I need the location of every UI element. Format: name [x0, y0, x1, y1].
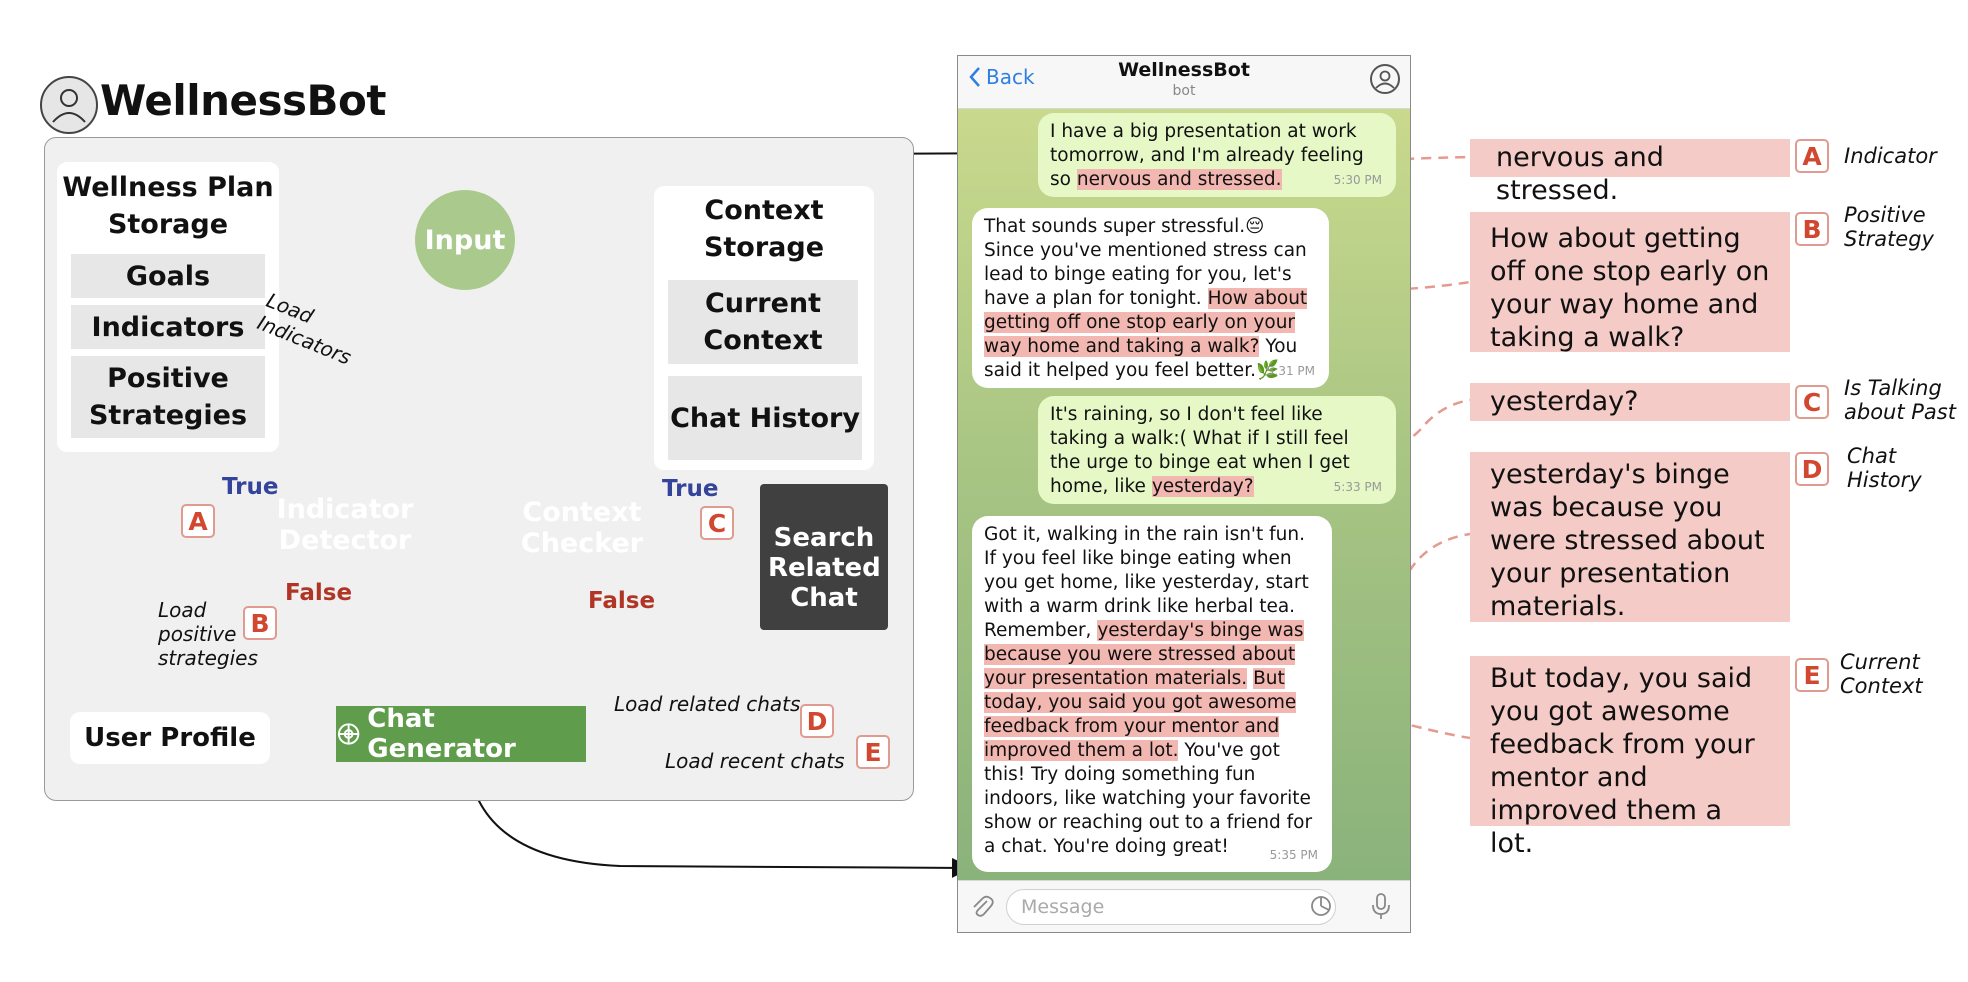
context-item-current-context: Current Context: [668, 280, 858, 364]
message-text: That sounds super stressful.😔 Since you'…: [984, 216, 1308, 381]
context-storage-title: Context Storage: [703, 195, 825, 263]
bot-avatar-icon[interactable]: [1370, 64, 1400, 94]
marker-b: B: [243, 606, 277, 640]
callout-marker-d: D: [1795, 452, 1829, 486]
message-text: I have a big presentation at work tomorr…: [1050, 121, 1364, 190]
callout-category-c: Is Talking about Past: [1844, 376, 1956, 424]
dash-link-b: [1339, 280, 1471, 294]
message-fragment: You said it helped you feel better.🌿: [984, 336, 1298, 381]
highlighted-phrase: yesterday?: [1151, 476, 1254, 497]
message-fragment: You've got this! Try doing something fun…: [984, 740, 1313, 857]
message-text: Got it, walking in the rain isn't fun. I…: [984, 524, 1312, 857]
search-related-chat-node: Search Related Chat: [760, 484, 888, 630]
chat-generator-node: Chat Generator: [336, 704, 586, 764]
message-fragment: I have a big presentation at work tomorr…: [1050, 121, 1364, 190]
context-checker-label: Context Checker: [520, 497, 644, 559]
context-item-chat-history: Chat History: [668, 376, 862, 460]
plan-item-indicators: Indicators: [71, 305, 265, 349]
attach-icon[interactable]: [970, 894, 994, 924]
wellness-plan-storage: Wellness Plan Storage Goals Indicators P…: [57, 162, 279, 452]
indicator-detector-label: Indicator Detector: [276, 494, 414, 556]
callout-b: How about getting off one stop early on …: [1470, 212, 1790, 353]
message-fragment: That sounds super stressful.😔 Since you'…: [984, 216, 1307, 309]
callout-d: yesterday's binge was because you were s…: [1470, 452, 1790, 622]
plan-item-positive-strategies: Positive Strategies: [71, 356, 265, 438]
callout-category-e: Current Context: [1840, 650, 1923, 698]
callout-c: yesterday?: [1470, 383, 1790, 421]
callout-marker-a: A: [1795, 139, 1829, 173]
message-text: It's raining, so I don't feel like takin…: [1050, 404, 1350, 497]
chevron-left-icon: [969, 67, 980, 87]
callout-category-b: Positive Strategy: [1844, 203, 1934, 251]
label-true-detector: True: [222, 474, 279, 500]
message-time: 5:33 PM: [1333, 480, 1382, 494]
chat-subtitle: bot: [1172, 83, 1196, 99]
label-load-positive-strategies: Load positive strategies: [158, 598, 258, 670]
label-false-checker: False: [588, 588, 656, 614]
back-button-label: Back: [986, 65, 1035, 89]
sticker-icon[interactable]: [1310, 895, 1332, 921]
message-bubble-bot-2: Got it, walking in the rain isn't fun. I…: [972, 516, 1332, 872]
chat-title: WellnessBot: [1118, 59, 1250, 81]
callout-category-a: Indicator: [1844, 144, 1937, 168]
callout-marker-b: B: [1795, 212, 1829, 246]
callout-a: nervous and stressed.: [1470, 139, 1790, 206]
input-node: Input: [415, 190, 515, 290]
callout-category-d: Chat History: [1847, 444, 1922, 492]
marker-a: A: [181, 504, 215, 538]
message-fragment: It's raining, so I don't feel like takin…: [1050, 404, 1350, 497]
context-storage: Context Storage Current Context Chat His…: [654, 186, 874, 470]
marker-e: E: [856, 735, 890, 769]
message-input-placeholder: Message: [1021, 896, 1105, 918]
phone-chat-window: Back WellnessBot bot I have a big presen…: [957, 55, 1411, 933]
microphone-icon[interactable]: [1372, 892, 1390, 924]
back-button[interactable]: Back: [968, 65, 1035, 89]
message-fragment: Got it, walking in the rain isn't fun. I…: [984, 524, 1309, 641]
label-load-recent-chats: Load recent chats: [665, 749, 845, 773]
wellnessbot-avatar-icon: [40, 76, 98, 134]
message-input[interactable]: Message: [1006, 889, 1336, 925]
callout-e: But today, you said you got awesome feed…: [1470, 656, 1790, 859]
message-bubble-user-2: It's raining, so I don't feel like takin…: [1038, 396, 1396, 504]
message-time: 5:30 PM: [1333, 173, 1382, 187]
message-time: 5:31 PM: [1266, 364, 1315, 378]
callout-marker-c: C: [1795, 385, 1829, 419]
marker-d: D: [800, 704, 834, 738]
message-bubble-bot-1: That sounds super stressful.😔 Since you'…: [972, 208, 1329, 388]
chat-generator-label: Chat Generator: [367, 704, 516, 764]
highlighted-phrase: nervous and stressed.: [1076, 169, 1282, 190]
ai-logo-icon-generator: [337, 723, 360, 745]
message-bubble-user-1: I have a big presentation at work tomorr…: [1038, 113, 1396, 197]
label-false-detector: False: [285, 580, 353, 606]
message-composer: Message: [958, 880, 1410, 932]
chat-header: Back WellnessBot bot: [958, 56, 1410, 109]
label-true-checker: True: [662, 476, 719, 502]
brand-title: WellnessBot: [100, 76, 386, 125]
marker-c: C: [700, 506, 734, 540]
label-load-related-chats: Load related chats: [614, 692, 801, 716]
wellness-plan-storage-title: Wellness Plan Storage: [62, 172, 274, 240]
plan-item-goals: Goals: [71, 254, 265, 298]
callout-marker-e: E: [1795, 658, 1829, 692]
message-time: 5:35 PM: [1269, 848, 1318, 862]
user-profile-node: User Profile: [70, 712, 270, 764]
search-related-chat-label: Search Related Chat: [768, 523, 881, 613]
